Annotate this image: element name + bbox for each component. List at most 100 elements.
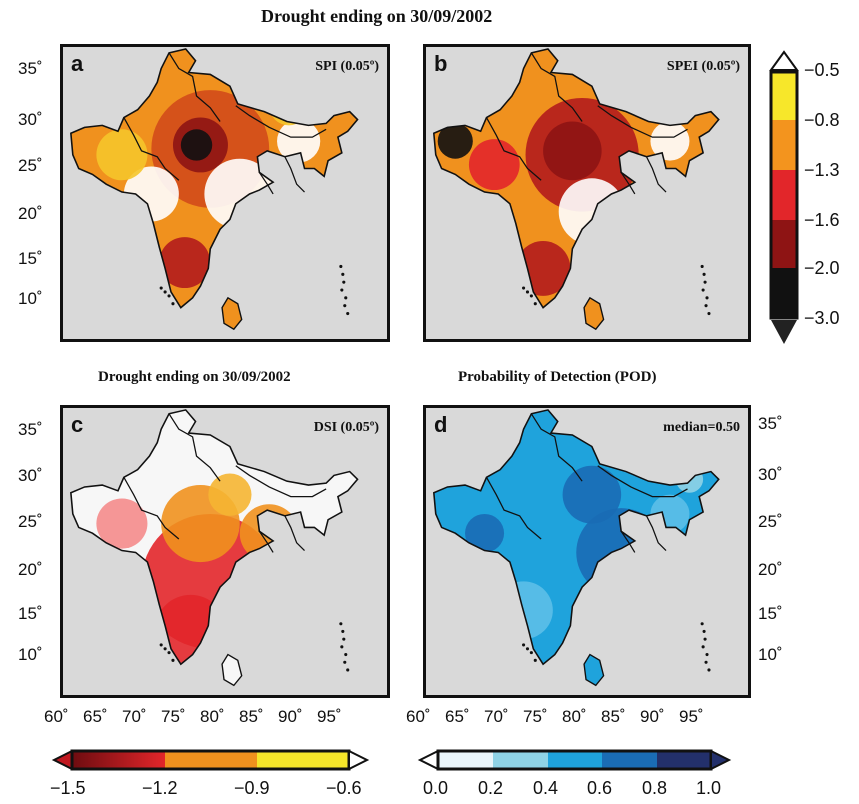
island-dot [701, 645, 705, 649]
cb-pod-left-arrow [417, 749, 439, 771]
map-region-a-7 [159, 237, 211, 289]
island-dot [159, 286, 163, 290]
country-outline [432, 48, 720, 309]
island-dot [704, 660, 708, 664]
island-dot [344, 296, 348, 300]
lat-tick-d-35: 35˚ [758, 414, 783, 433]
cb-pod-label-3: 0.6 [587, 778, 613, 798]
island-dot [171, 302, 175, 306]
island-dot [171, 658, 175, 662]
island-dot [342, 280, 346, 284]
cb-dsi-label-1: −1.2 [142, 778, 178, 798]
lon-tick-c-85: 85˚ [239, 707, 264, 726]
island-dot [344, 653, 348, 657]
map-c-svg [70, 409, 359, 687]
map-b-svg [432, 48, 720, 331]
island-dot [522, 643, 526, 647]
cb-dsi-swatch-0 [72, 751, 165, 769]
lon-tick-d-80: 80˚ [562, 707, 587, 726]
lat-tick-a-35: 35˚ [18, 59, 43, 78]
lon-tick-c-90: 90˚ [278, 707, 303, 726]
title-panel-c: Drought ending on 30/09/2002 [98, 369, 291, 385]
internal-border-2 [597, 105, 688, 138]
country-outline [70, 48, 359, 309]
cb-spi-swatch-0 [771, 72, 797, 120]
cb-spi-swatch-2 [771, 170, 797, 220]
island-dot [343, 660, 347, 664]
map-region-d-1 [562, 465, 622, 524]
island-dot [705, 296, 709, 300]
map-region-b-1 [543, 121, 602, 181]
cb-spi-swatch-3 [771, 220, 797, 268]
island-dot [702, 629, 706, 633]
colorbar-dsi [51, 749, 370, 771]
internal-border-4 [284, 156, 305, 193]
map-region-a-5 [277, 119, 321, 163]
internal-border-0 [530, 52, 583, 122]
island-dot [163, 647, 167, 651]
map-region-c-5 [208, 473, 252, 516]
island-dot [346, 311, 350, 316]
sri-lanka-outline [583, 296, 605, 331]
island-dot [525, 647, 530, 651]
cb-dsi-label-0: −1.5 [50, 778, 86, 798]
lon-tick-d-65: 65˚ [445, 707, 470, 726]
lon-tick-d-90: 90˚ [640, 707, 665, 726]
panel-label-a: a [71, 51, 84, 76]
cb-pod-swatch-2 [548, 751, 602, 769]
cb-pod-swatch-3 [602, 751, 657, 769]
cb-pod-label-2: 0.4 [533, 778, 559, 798]
map-a-svg [70, 48, 359, 331]
cb-spi-label-3: −1.6 [804, 210, 840, 230]
map-region-b-4 [650, 121, 690, 161]
lat-tick-a-15: 15˚ [18, 249, 43, 268]
lat-tick-a-25: 25˚ [18, 156, 43, 175]
island-dot [700, 622, 704, 626]
cb-pod-label-4: 0.8 [642, 778, 668, 798]
island-dot [707, 668, 711, 672]
lat-tick-c-25: 25˚ [18, 512, 43, 531]
island-dot [533, 658, 537, 662]
lon-tick-c-70: 70˚ [122, 707, 147, 726]
cb-spi-swatch-4 [771, 268, 797, 318]
sri-lanka-outline [221, 296, 243, 331]
cb-spi-label-4: −2.0 [804, 258, 840, 278]
map-region-b-2 [437, 123, 473, 159]
colorbar-spi-spei [769, 50, 799, 344]
panel-tag-a: SPI (0.05º) [315, 59, 379, 74]
lat-tick-a-10: 10˚ [18, 289, 43, 308]
island-dot [700, 264, 704, 269]
cb-dsi-label-2: −0.9 [234, 778, 270, 798]
title-top: Drought ending on 30/09/2002 [261, 6, 493, 26]
lat-tick-d-25: 25˚ [758, 512, 783, 531]
map-region-a-2 [180, 129, 213, 161]
island-dot [529, 294, 533, 298]
island-dot [707, 311, 711, 316]
island-dot [341, 272, 345, 276]
cb-spi-swatch-1 [771, 120, 797, 170]
lat-tick-c-30: 30˚ [18, 466, 43, 485]
island-dot [701, 288, 705, 292]
island-dot [342, 637, 346, 641]
colorbar-pod [417, 749, 732, 771]
cb-spi-frame [769, 70, 799, 320]
internal-border-3 [258, 172, 274, 195]
lon-tick-c-80: 80˚ [200, 707, 225, 726]
internal-border-1 [485, 117, 542, 181]
lat-tick-c-35: 35˚ [18, 420, 43, 439]
lon-tick-c-65: 65˚ [83, 707, 108, 726]
island-dot [339, 264, 343, 269]
cb-spi-label-1: −0.8 [804, 110, 840, 130]
lon-tick-c-60: 60˚ [44, 707, 69, 726]
lon-tick-c-95: 95˚ [317, 707, 342, 726]
map-panel-c: c DSI (0.05º) [60, 405, 390, 698]
cb-pod-swatch-0 [438, 751, 493, 769]
panel-label-c: c [71, 412, 84, 437]
internal-border-1 [123, 477, 180, 540]
internal-border-2 [235, 105, 327, 138]
cb-pod-label-5: 1.0 [696, 778, 722, 798]
island-dot [346, 668, 350, 672]
country-outline [70, 409, 359, 666]
internal-border-4 [284, 515, 305, 551]
